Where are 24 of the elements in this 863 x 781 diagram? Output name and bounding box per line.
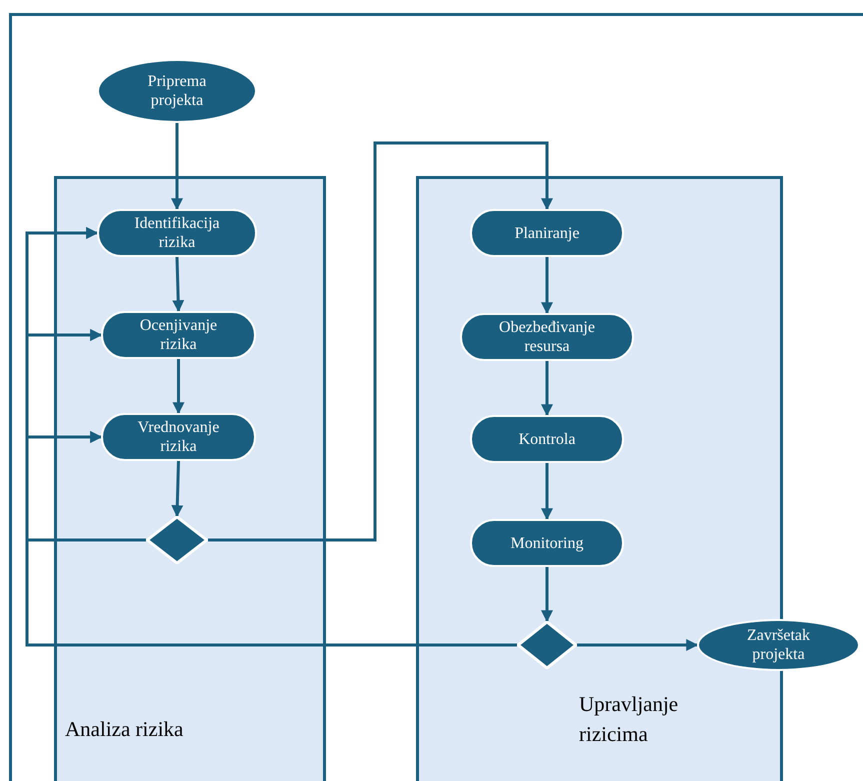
diamond-decision: [146, 516, 208, 564]
terminal-ellipse: Priprema projekta: [97, 59, 257, 123]
arrow: [208, 142, 553, 542]
arrow: [541, 257, 553, 314]
process-step: Obezbeđivanje resursa: [460, 313, 634, 361]
process-step: Identifikacija rizika: [97, 209, 257, 257]
arrow: [171, 123, 183, 210]
arrow: [541, 567, 553, 622]
arrow: [172, 359, 184, 414]
lane-title: Analiza rizika: [65, 716, 184, 743]
terminal-ellipse: Završetak projekta: [697, 619, 860, 671]
diamond-decision: [517, 621, 577, 669]
arrow: [172, 256, 184, 312]
process-step: Monitoring: [470, 519, 624, 567]
process-step: Ocenjivanje rizika: [101, 311, 256, 359]
process-step: Planiranje: [470, 209, 624, 257]
arrow: [171, 460, 184, 518]
process-step: Vrednovanje rizika: [101, 413, 256, 461]
swimlane: [54, 176, 326, 781]
arrow: [541, 463, 553, 520]
arrow: [541, 361, 553, 416]
lane-title: Upravljanje rizicima: [579, 691, 680, 748]
arrow: [577, 639, 698, 651]
process-step: Kontrola: [470, 415, 624, 463]
